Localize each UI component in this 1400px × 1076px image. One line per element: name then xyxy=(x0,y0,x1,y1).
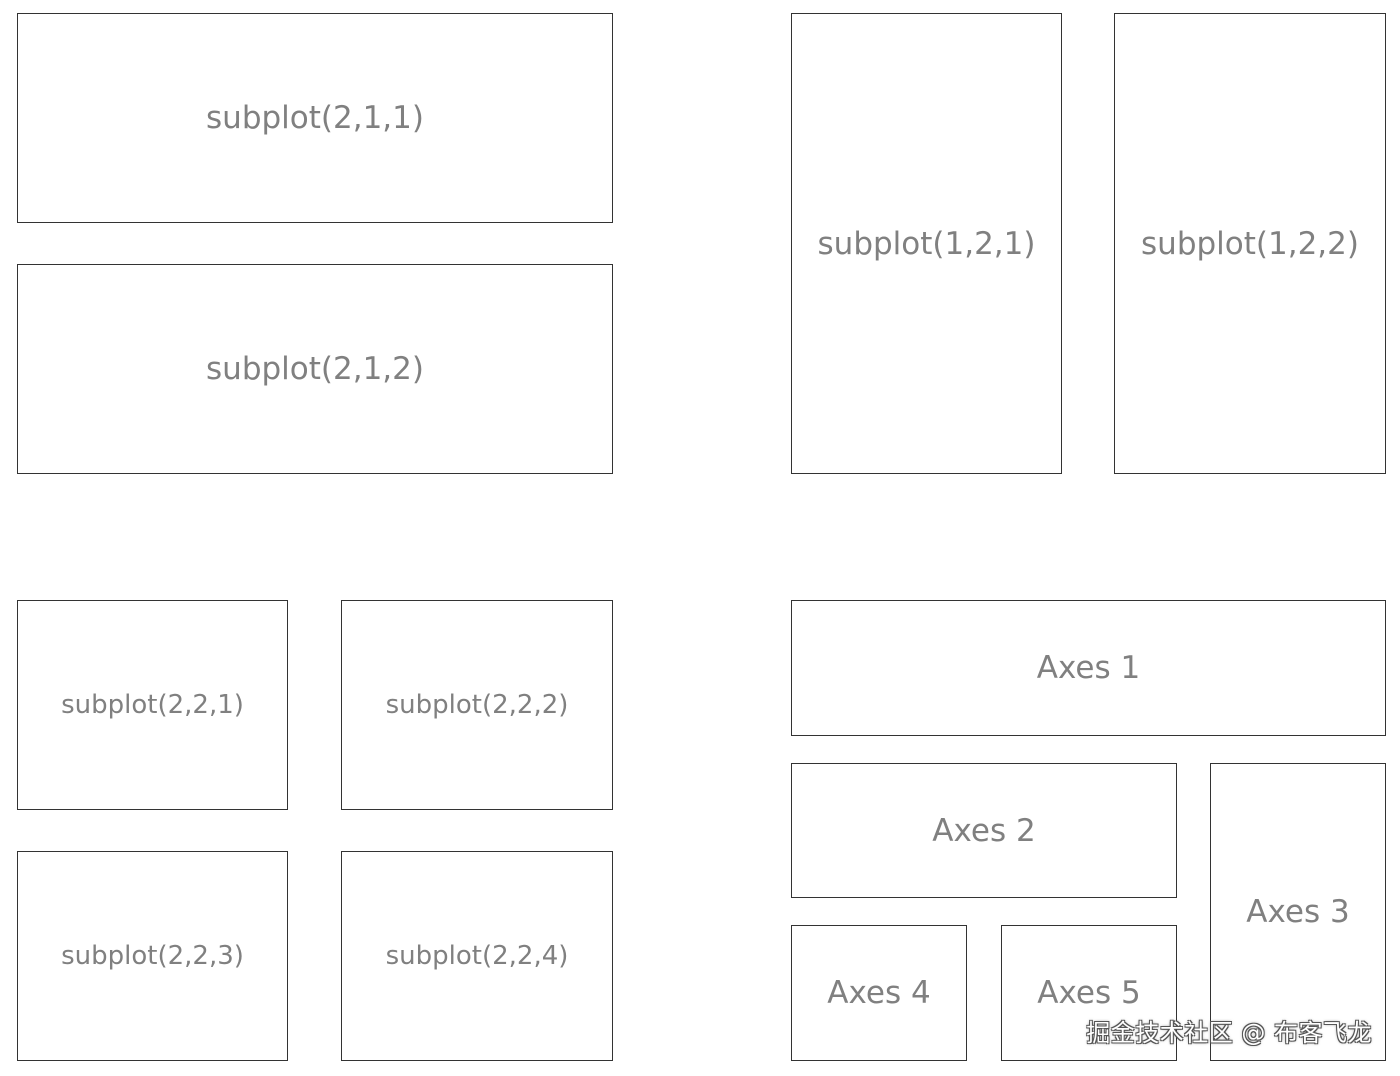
subplot-2-1-2-label: subplot(2,1,2) xyxy=(206,351,424,387)
axes-4-panel: Axes 4 xyxy=(791,925,967,1061)
subplot-1-2-1-panel: subplot(1,2,1) xyxy=(791,13,1062,474)
watermark-text: 掘金技术社区 @ 布客飞龙 xyxy=(1086,1019,1372,1047)
subplot-1-2-2-panel: subplot(1,2,2) xyxy=(1114,13,1386,474)
subplot-2-2-4-label: subplot(2,2,4) xyxy=(385,941,569,971)
subplot-2-1-1-label: subplot(2,1,1) xyxy=(206,100,424,136)
axes-5-panel: Axes 5 xyxy=(1001,925,1177,1061)
subplot-1-2-2-label: subplot(1,2,2) xyxy=(1141,225,1359,262)
subplot-2-1-2-panel: subplot(2,1,2) xyxy=(17,264,613,474)
subplot-2-2-2-panel: subplot(2,2,2) xyxy=(341,600,613,810)
axes-1-panel: Axes 1 xyxy=(791,600,1386,736)
subplot-2-2-3-panel: subplot(2,2,3) xyxy=(17,851,288,1061)
subplot-2-1-1-panel: subplot(2,1,1) xyxy=(17,13,613,223)
subplot-2-2-2-label: subplot(2,2,2) xyxy=(385,690,569,720)
axes-4-label: Axes 4 xyxy=(827,975,931,1011)
subplot-2-2-1-label: subplot(2,2,1) xyxy=(61,690,244,720)
axes-2-panel: Axes 2 xyxy=(791,763,1177,898)
axes-1-label: Axes 1 xyxy=(1036,650,1141,686)
subplot-2-2-3-label: subplot(2,2,3) xyxy=(61,941,244,971)
axes-3-label: Axes 3 xyxy=(1246,894,1350,930)
subplot-2-2-1-panel: subplot(2,2,1) xyxy=(17,600,288,810)
subplot-2-2-4-panel: subplot(2,2,4) xyxy=(341,851,613,1061)
axes-3-panel: Axes 3 xyxy=(1210,763,1386,1061)
axes-2-label: Axes 2 xyxy=(932,812,1036,849)
subplot-1-2-1-label: subplot(1,2,1) xyxy=(817,225,1036,262)
axes-5-label: Axes 5 xyxy=(1037,975,1141,1011)
